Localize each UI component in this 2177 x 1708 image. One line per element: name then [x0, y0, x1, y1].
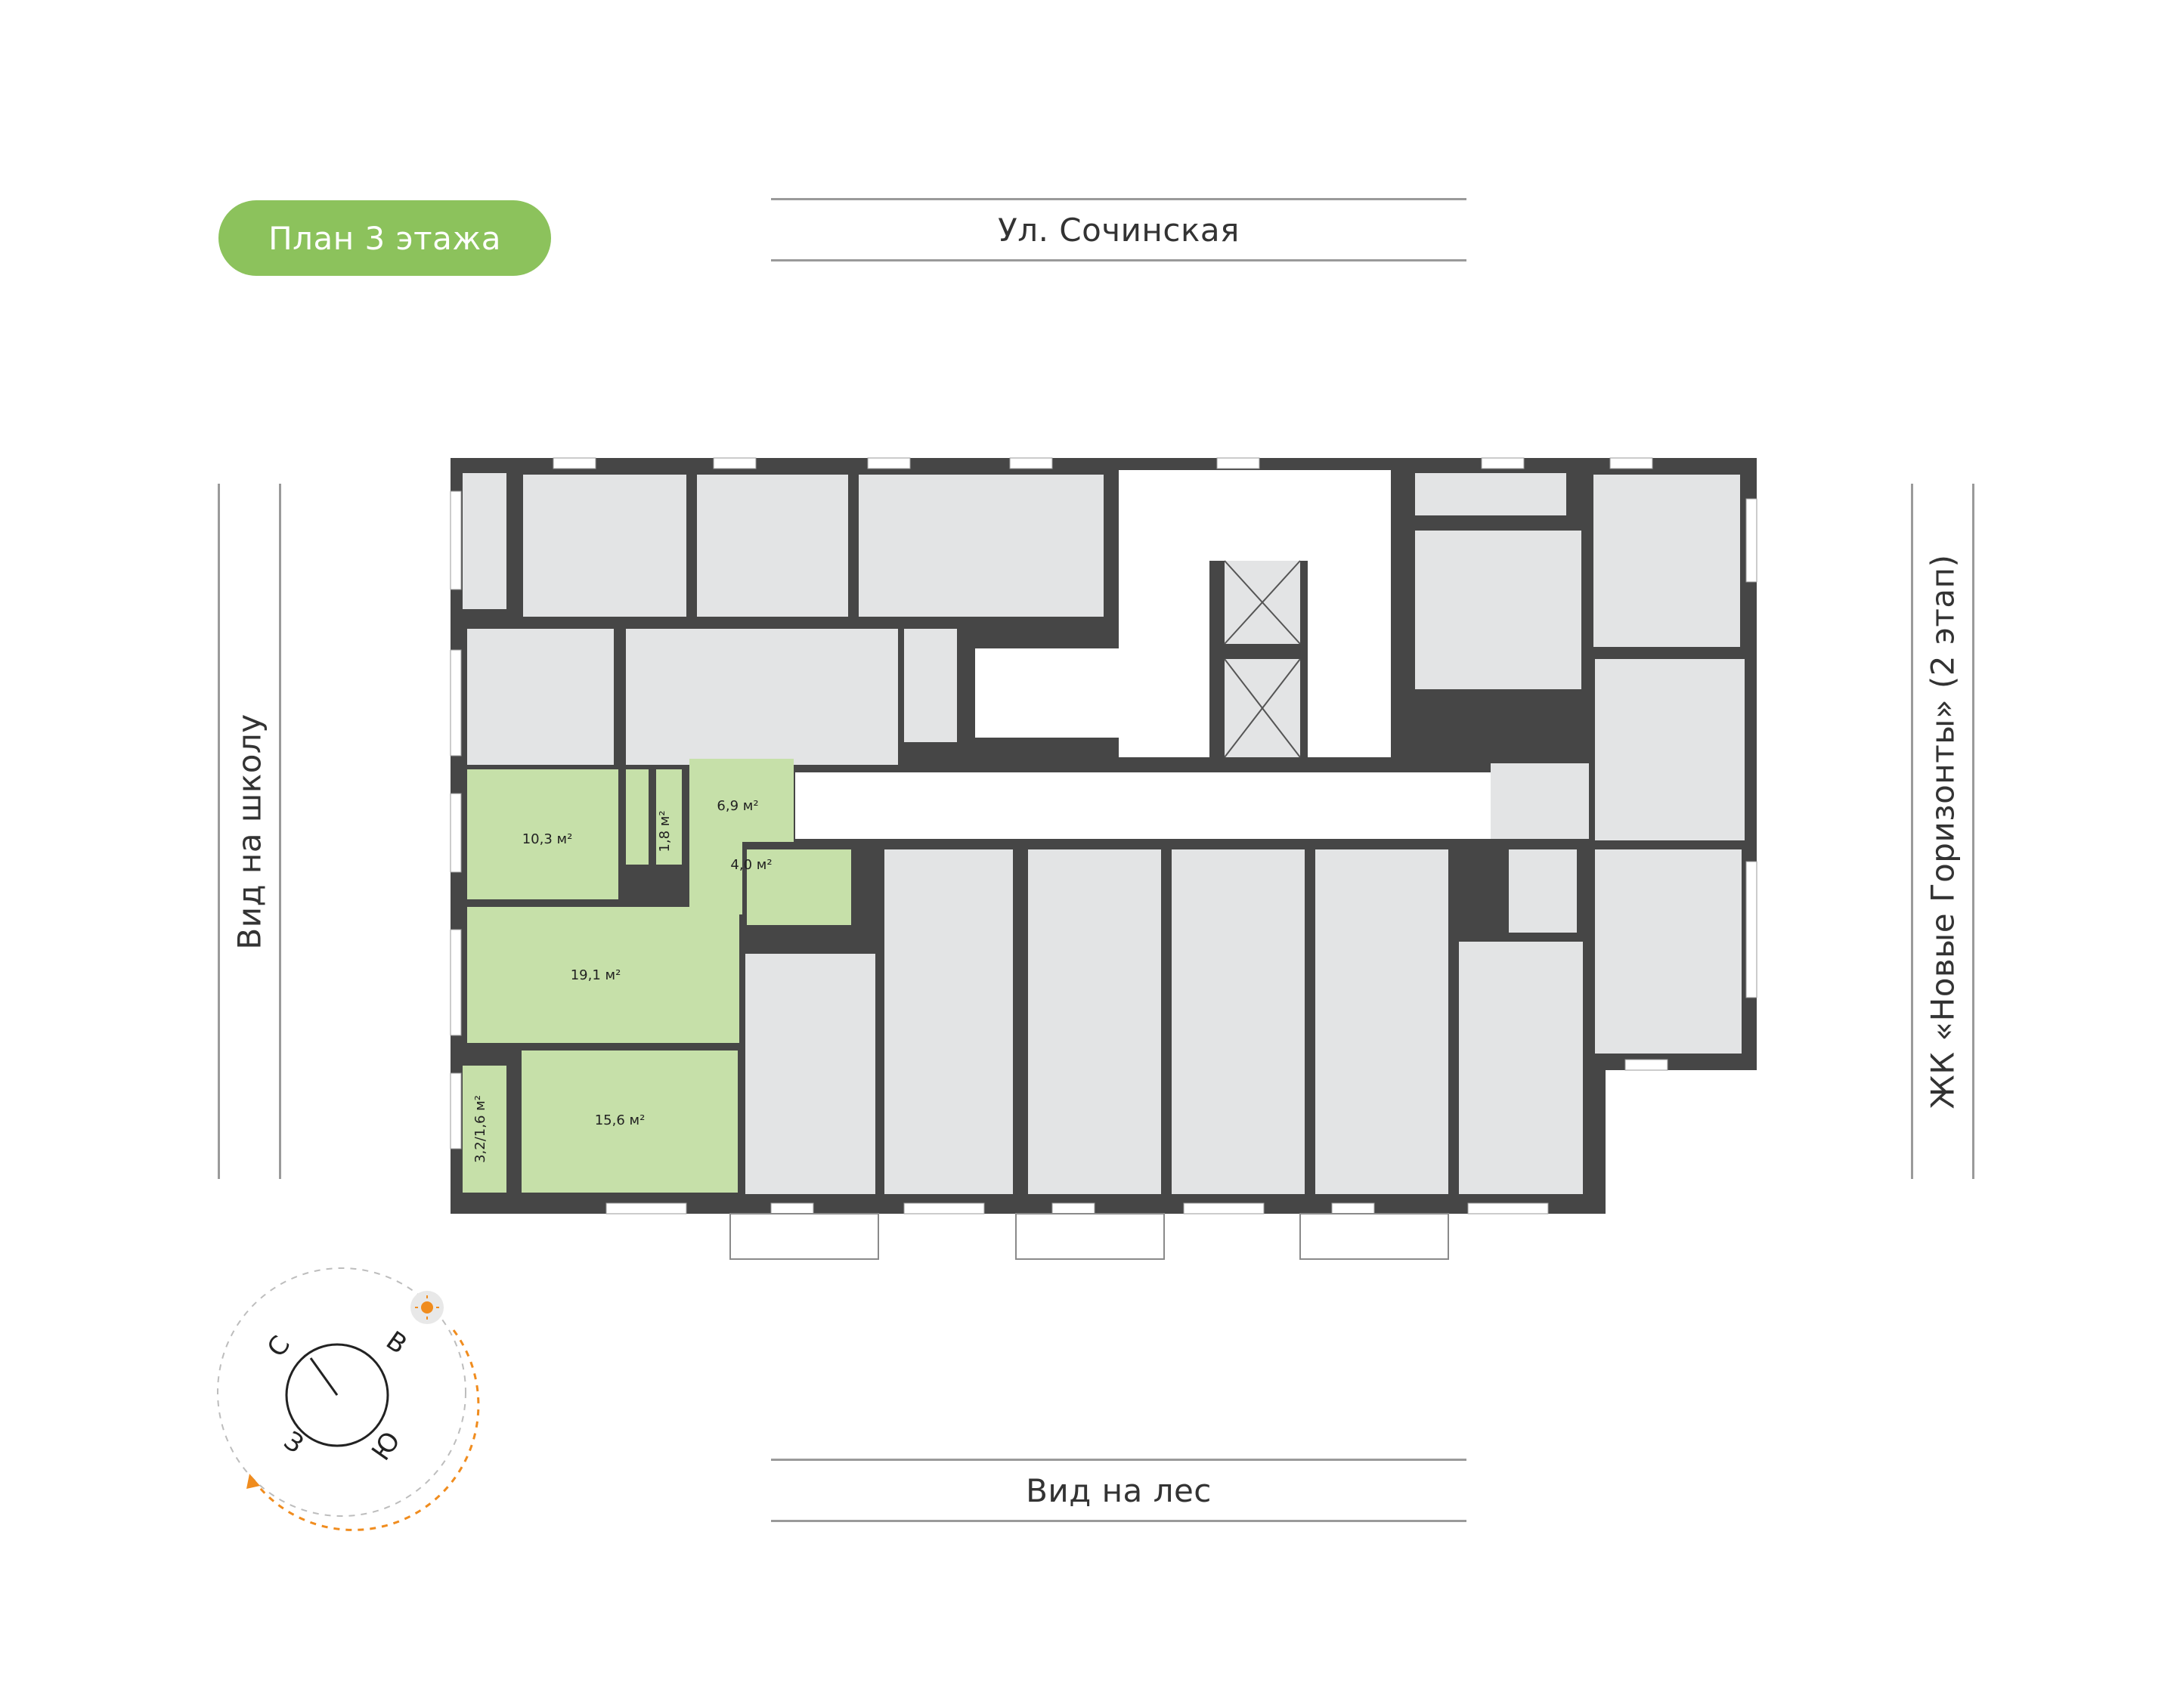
- balcony-3-2[interactable]: [463, 1066, 506, 1193]
- building-notch: [1595, 1070, 1757, 1214]
- area-label: 19,1 м²: [571, 967, 621, 983]
- room: [1028, 849, 1161, 1194]
- compass-west: З: [278, 1425, 309, 1459]
- corridor: [795, 772, 1491, 839]
- compass-north: С: [262, 1330, 296, 1362]
- compass: С В Ю З: [217, 1267, 480, 1531]
- room: [626, 629, 898, 765]
- balcony: [1015, 1213, 1165, 1260]
- left-view-label: Вид на школу: [218, 484, 281, 1179]
- top-street-label: Ул. Сочинская: [771, 198, 1466, 261]
- room: [523, 475, 686, 617]
- room: [1593, 475, 1740, 647]
- floor-plan-title: План 3 этажа: [268, 219, 501, 257]
- room: [859, 475, 1104, 617]
- room-19-1[interactable]: [467, 907, 739, 1043]
- stairwell: [975, 648, 1157, 738]
- compass-east: В: [380, 1326, 412, 1360]
- area-label: 3,2/1,6 м²: [472, 1095, 488, 1163]
- area-label: 4,0 м²: [730, 857, 772, 873]
- room: [745, 954, 875, 1194]
- area-label: 1,8 м²: [657, 810, 673, 852]
- highlighted-apartment[interactable]: [463, 759, 851, 1193]
- room-15-6[interactable]: [522, 1050, 738, 1193]
- room: [1595, 849, 1742, 1054]
- room: [1315, 849, 1448, 1194]
- room: [1415, 531, 1581, 689]
- floor-plan-title-badge: План 3 этажа: [218, 200, 551, 276]
- bathroom-4-0[interactable]: [747, 849, 851, 925]
- room: [1459, 942, 1583, 1194]
- room: [1172, 849, 1305, 1194]
- lobby: [1119, 470, 1391, 561]
- area-label: 15,6 м²: [595, 1112, 646, 1128]
- room: [463, 473, 506, 609]
- balcony: [729, 1213, 879, 1260]
- room: [1415, 473, 1566, 515]
- bottom-view-label: Вид на лес: [771, 1459, 1466, 1522]
- sun-path: [252, 1329, 480, 1531]
- room: [697, 475, 848, 617]
- area-label: 10,3 м²: [522, 831, 573, 847]
- room: [467, 629, 614, 765]
- room: [884, 849, 1013, 1194]
- hall-6-9[interactable]: [689, 759, 794, 842]
- area-label: 6,9 м²: [717, 798, 758, 814]
- room: [904, 629, 957, 742]
- balcony: [1299, 1213, 1449, 1260]
- bathroom-1-8[interactable]: [656, 769, 682, 865]
- room-10-3[interactable]: [467, 769, 618, 899]
- top-street-text: Ул. Сочинская: [998, 211, 1240, 249]
- right-view-label: ЖК «Новые Горизонты» (2 этап): [1911, 484, 1974, 1179]
- room: [1595, 659, 1745, 840]
- bottom-view-text: Вид на лес: [1026, 1471, 1212, 1509]
